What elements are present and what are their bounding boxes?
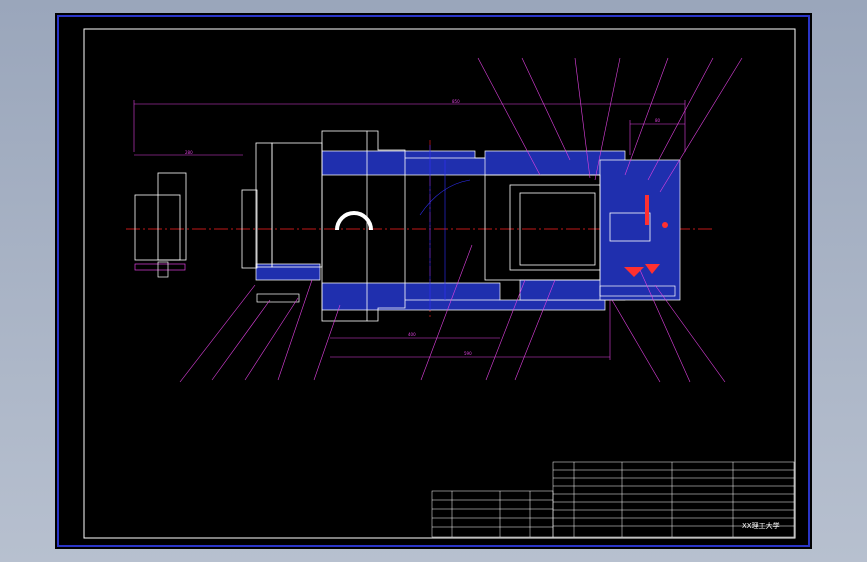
housing-outline bbox=[134, 130, 651, 322]
school-label: XX理工大学 bbox=[742, 521, 780, 530]
hidden-lines bbox=[419, 145, 471, 310]
svg-text:850: 850 bbox=[452, 99, 460, 104]
svg-text:80: 80 bbox=[655, 118, 661, 123]
dimension-lines bbox=[133, 100, 686, 360]
assembly-drawing: 850 280 400 590 80 bbox=[57, 15, 810, 547]
red-markers bbox=[624, 195, 668, 277]
leader-lines bbox=[179, 57, 743, 383]
outer-frame bbox=[57, 15, 810, 547]
dimension-text: 850 280 400 590 80 bbox=[185, 99, 661, 356]
inner-frame bbox=[83, 28, 796, 539]
drawing-sheet: 850 280 400 590 80 bbox=[55, 13, 812, 549]
bolt-detail bbox=[134, 261, 676, 303]
svg-text:400: 400 bbox=[408, 332, 416, 337]
svg-text:280: 280 bbox=[185, 150, 193, 155]
svg-text:590: 590 bbox=[464, 351, 472, 356]
title-block bbox=[431, 461, 795, 538]
